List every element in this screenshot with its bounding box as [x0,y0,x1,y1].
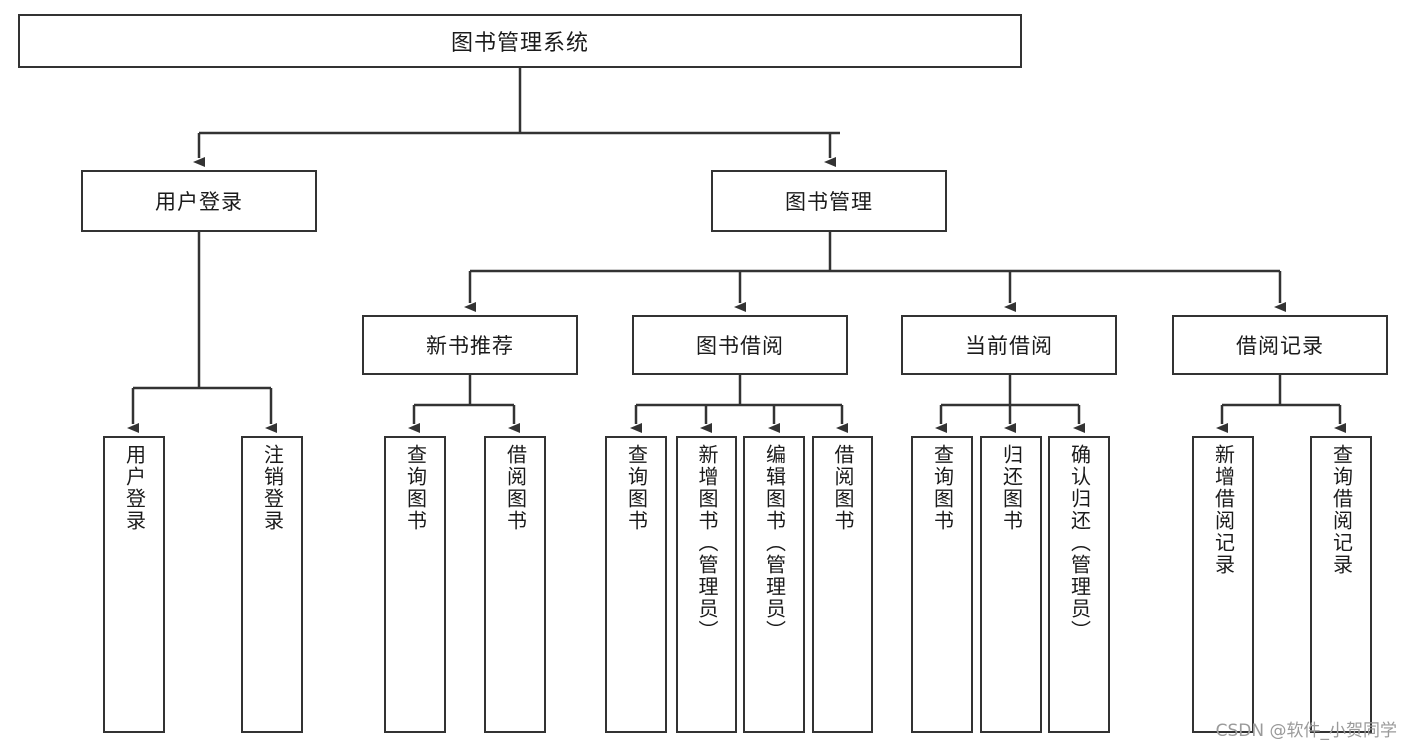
node-label: 当前借阅 [965,334,1053,358]
node-label: 借阅图书 [503,444,528,532]
node-label: 图书管理系统 [450,31,589,56]
node-label: 用户登录 [122,444,147,532]
node-leaf-add-book-admin[interactable]: 新增图书（管理员） [676,436,737,733]
node-leaf-return-book[interactable]: 归还图书 [980,436,1042,733]
node-label: 编辑图书（管理员） [762,444,787,642]
node-label: 图书借阅 [696,334,784,358]
node-label: 新书推荐 [426,334,514,358]
node-label: 查询借阅记录 [1329,444,1354,576]
node-leaf-borrow-book[interactable]: 借阅图书 [812,436,873,733]
node-leaf-query-book-current[interactable]: 查询图书 [911,436,973,733]
node-leaf-query-borrow-record[interactable]: 查询借阅记录 [1310,436,1372,733]
csdn-watermark: CSDN @软件_小贺同学 [1215,721,1397,741]
node-label: 查询图书 [930,444,955,532]
node-label: 借阅图书 [831,444,855,532]
node-label: 新增借阅记录 [1211,444,1236,576]
node-label: 用户登录 [155,190,243,214]
node-leaf-query-book-borrow[interactable]: 查询图书 [605,436,667,733]
node-leaf-add-borrow-record[interactable]: 新增借阅记录 [1192,436,1254,733]
node-label: 新增图书（管理员） [695,444,719,642]
node-label: 查询图书 [624,444,649,532]
node-book-borrow[interactable]: 图书借阅 [632,315,848,375]
node-label: 注销登录 [260,444,285,532]
node-label: 确认归还（管理员） [1067,444,1092,642]
node-new-book-recommend[interactable]: 新书推荐 [362,315,578,375]
node-leaf-logout-login[interactable]: 注销登录 [241,436,303,733]
node-leaf-borrow-book-recommend[interactable]: 借阅图书 [484,436,546,733]
node-book-management[interactable]: 图书管理 [711,170,947,232]
node-borrow-record[interactable]: 借阅记录 [1172,315,1388,375]
node-label: 借阅记录 [1236,334,1324,358]
node-leaf-query-book-recommend[interactable]: 查询图书 [384,436,446,733]
node-user-login[interactable]: 用户登录 [81,170,317,232]
node-root-book-management-system[interactable]: 图书管理系统 [18,14,1022,68]
node-label: 归还图书 [999,444,1024,532]
node-leaf-confirm-return-admin[interactable]: 确认归还（管理员） [1048,436,1110,733]
node-leaf-user-login[interactable]: 用户登录 [103,436,165,733]
node-leaf-edit-book-admin[interactable]: 编辑图书（管理员） [743,436,805,733]
node-current-borrow[interactable]: 当前借阅 [901,315,1117,375]
node-label: 图书管理 [785,190,873,214]
node-label: 查询图书 [403,444,428,532]
